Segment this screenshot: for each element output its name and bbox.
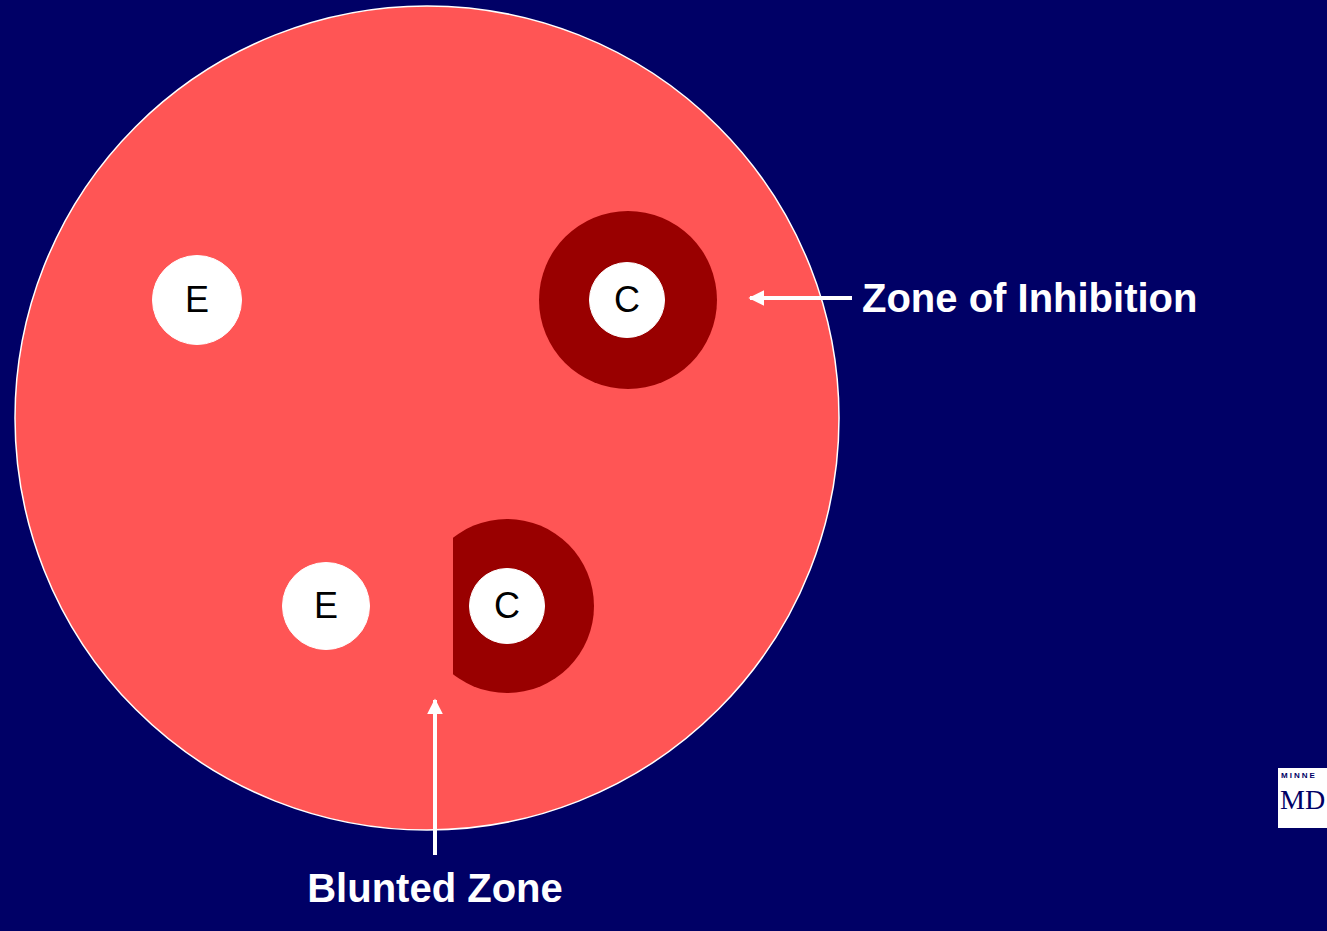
antibiotic-disk: E — [152, 255, 242, 345]
blunted-inhibition-zone — [453, 519, 594, 693]
disk-circle — [590, 263, 665, 338]
logo-text: MD — [1280, 786, 1325, 814]
antibiotic-disk: C — [469, 568, 545, 644]
zone-label: Zone of Inhibition — [862, 275, 1197, 321]
disk-letter: E — [185, 282, 209, 318]
leader-arrow — [433, 700, 437, 855]
disk-letter: C — [494, 588, 520, 624]
agar-plate — [15, 6, 839, 830]
zone-label: Blunted Zone — [307, 865, 563, 911]
disk-letter: C — [614, 282, 640, 318]
leader-arrow — [750, 296, 852, 300]
disk-circle — [283, 563, 370, 650]
logo-text: MINNE — [1281, 771, 1317, 780]
antibiotic-disk: C — [589, 262, 665, 338]
disk-circle — [153, 256, 242, 345]
antibiotic-disk: E — [282, 562, 370, 650]
disk-circle — [470, 569, 545, 644]
inhibition-zone — [539, 211, 717, 389]
logo-box — [1278, 768, 1327, 828]
disk-letter: E — [314, 588, 338, 624]
